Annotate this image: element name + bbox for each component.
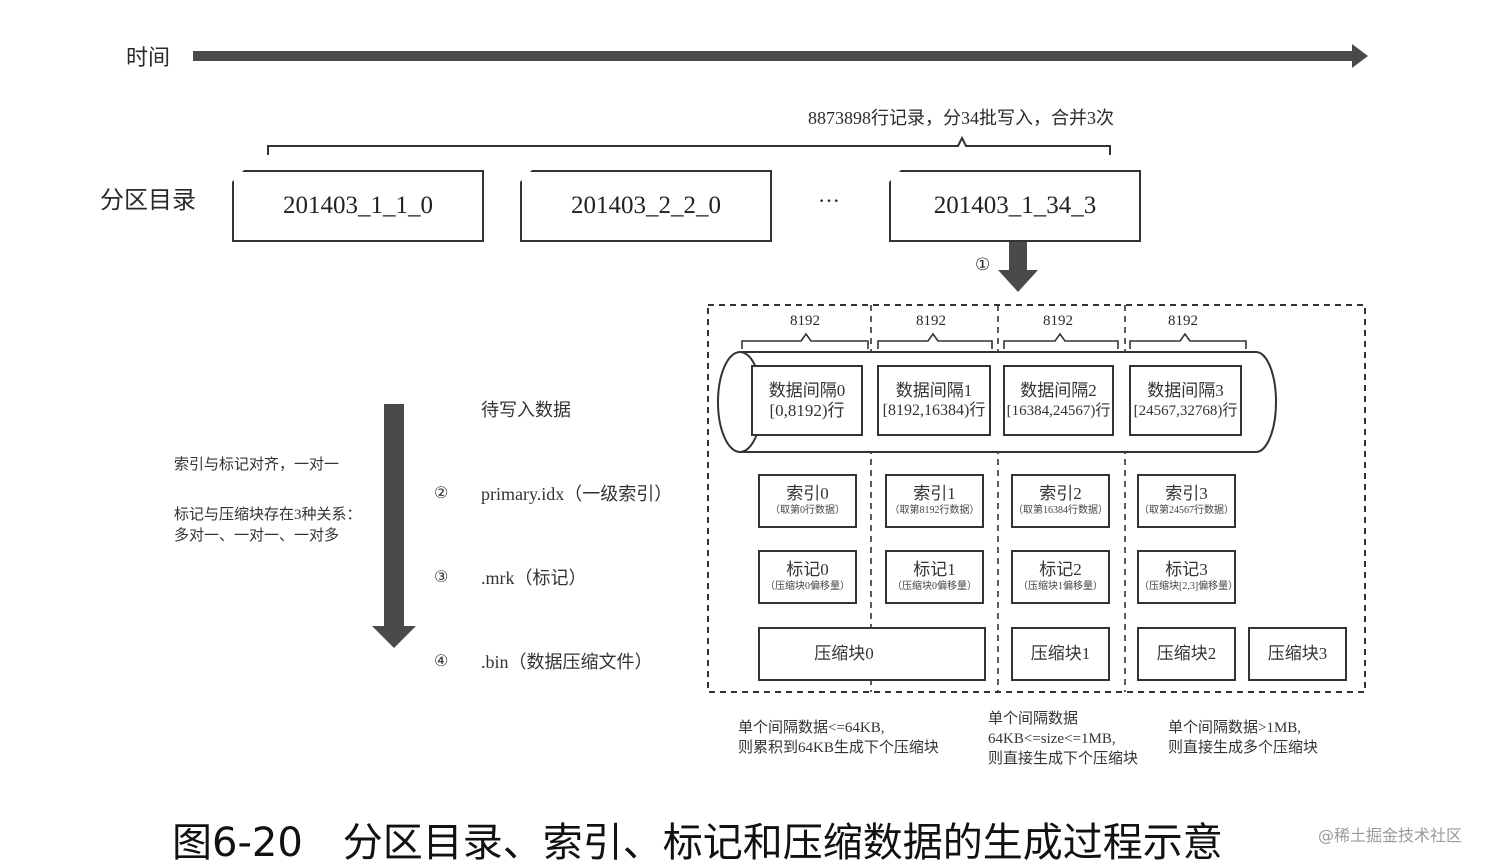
figure-caption: 图6-20 分区目录、索引、标记和压缩数据的生成过程示意	[172, 820, 1223, 866]
index-2: 索引2 （取第16384行数据）	[1011, 474, 1110, 528]
mark-1: 标记1 （压缩块0偏移量）	[885, 550, 984, 604]
bottom-note-c2: 则直接生成多个压缩块	[1168, 740, 1319, 756]
step4-label: .bin（数据压缩文件）	[481, 652, 653, 672]
note-index-mark: 索引与标记对齐，一对一	[174, 457, 340, 473]
summary-brace	[267, 135, 1111, 155]
partition-label: 分区目录	[100, 188, 196, 214]
step1-marker: ①	[975, 255, 991, 274]
step2-marker: ②	[434, 485, 449, 502]
index-3: 索引3 （取第24567行数据）	[1137, 474, 1236, 528]
block-2: 压缩块2	[1137, 627, 1236, 681]
step3-label: .mrk（标记）	[481, 568, 587, 588]
partition-box-3: 201403_1_34_3	[889, 170, 1141, 242]
step2-label: primary.idx（一级索引）	[481, 484, 673, 504]
bottom-note-a1: 单个间隔数据<=64KB,	[738, 720, 885, 736]
index-1: 索引1 （取第8192行数据）	[885, 474, 984, 528]
partition-box-2: 201403_2_2_0	[520, 170, 772, 242]
pending-data-label: 待写入数据	[481, 400, 571, 420]
bottom-note-b3: 则直接生成下个压缩块	[988, 751, 1139, 767]
process-arrow	[372, 404, 416, 648]
mark-0: 标记0 （压缩块0偏移量）	[758, 550, 857, 604]
data-interval-2: 数据间隔2 [16384,24567)行	[1003, 365, 1114, 436]
block-3: 压缩块3	[1248, 627, 1347, 681]
timeline-label: 时间	[126, 45, 171, 70]
data-interval-1: 数据间隔1 [8192,16384)行	[877, 365, 991, 436]
bottom-note-b2: 64KB<=size<=1MB,	[988, 731, 1116, 747]
bottom-note-c1: 单个间隔数据>1MB,	[1168, 720, 1302, 736]
block-0: 压缩块0	[758, 627, 986, 681]
index-0: 索引0 （取第0行数据）	[758, 474, 857, 528]
data-interval-0: 数据间隔0 [0,8192)行	[751, 365, 863, 436]
step4-marker: ④	[434, 653, 449, 670]
data-interval-3: 数据间隔3 [24567,32768)行	[1129, 365, 1242, 436]
summary-text: 8873898行记录，分34批写入，合并3次	[808, 108, 1114, 128]
mark-3: 标记3 （压缩块[2,3]偏移量）	[1137, 550, 1238, 604]
mark-2: 标记2 （压缩块1偏移量）	[1011, 550, 1110, 604]
timeline-arrow	[193, 44, 1368, 68]
note-mark-block-2: 多对一、一对一、一对多	[174, 528, 340, 544]
note-mark-block-1: 标记与压缩块存在3种关系：	[174, 507, 362, 523]
bottom-note-a2: 则累积到64KB生成下个压缩块	[738, 740, 939, 756]
granule-size-2: 8192	[1043, 313, 1073, 329]
granule-size-0: 8192	[790, 313, 820, 329]
granule-size-3: 8192	[1168, 313, 1198, 329]
granule-size-1: 8192	[916, 313, 946, 329]
partition-ellipsis: ···	[818, 188, 840, 213]
watermark: @稀土掘金技术社区	[1318, 826, 1463, 845]
step3-marker: ③	[434, 569, 449, 586]
partition-box-1: 201403_1_1_0	[232, 170, 484, 242]
bottom-note-b1: 单个间隔数据	[988, 711, 1079, 727]
block-1: 压缩块1	[1011, 627, 1110, 681]
granule-region	[707, 304, 1366, 693]
